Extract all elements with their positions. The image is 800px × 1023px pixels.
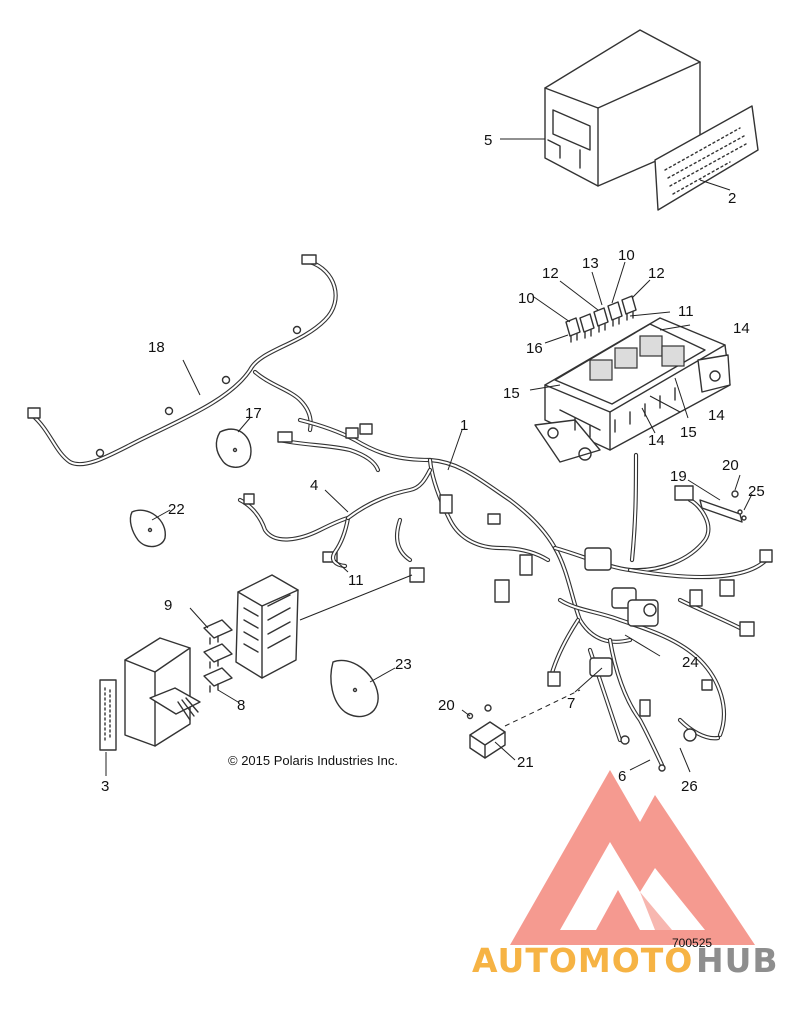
callout-22: 22	[168, 501, 185, 518]
callout-13: 13	[582, 255, 599, 272]
copyright-notice: © 2015 Polaris Industries Inc.	[228, 753, 398, 768]
figure-number: 700525	[672, 936, 712, 950]
callout-24: 24	[682, 654, 699, 671]
callout-5: 5	[484, 132, 492, 149]
callout-19: 19	[670, 468, 687, 485]
mini-fuses	[565, 295, 637, 343]
callout-2: 2	[728, 190, 736, 207]
terminal-strip	[699, 490, 747, 523]
callout-25: 25	[748, 483, 765, 500]
callout-11-lower: 11	[348, 572, 364, 589]
ecu-module	[235, 574, 299, 679]
callout-12-left: 12	[542, 265, 559, 282]
blade-fuses	[203, 619, 233, 693]
grommets	[129, 428, 379, 718]
callout-labels: 5 2 1 4 11 18 17 22 23 9 8 3 24 7 6 26 2…	[101, 132, 765, 795]
watermark-brand-part2: HUB	[696, 941, 779, 980]
callout-23: 23	[395, 656, 412, 673]
callout-1: 1	[460, 417, 468, 434]
callout-14-top: 14	[733, 320, 750, 337]
callout-10-right: 10	[618, 247, 635, 264]
label-decal	[654, 105, 759, 211]
callout-6: 6	[618, 768, 626, 785]
callout-20-lower: 20	[438, 697, 455, 714]
rear-harness	[27, 254, 338, 467]
callout-7: 7	[567, 695, 575, 712]
label-sticker	[99, 679, 117, 751]
callout-8: 8	[237, 697, 245, 714]
callout-9: 9	[164, 597, 172, 614]
callout-20-upper: 20	[722, 457, 739, 474]
callout-15-left: 15	[503, 385, 520, 402]
control-module-box	[124, 637, 201, 747]
callout-10-left: 10	[518, 290, 535, 307]
leader-lines	[105, 138, 753, 776]
callout-3: 3	[101, 778, 109, 795]
callout-21: 21	[517, 754, 534, 771]
callout-4: 4	[310, 477, 318, 494]
main-harness	[277, 417, 773, 772]
callout-14-right: 14	[708, 407, 725, 424]
fuse-relay-block	[534, 317, 731, 463]
mounting-bracket	[466, 704, 506, 759]
callout-26: 26	[681, 778, 698, 795]
callout-12-right: 12	[648, 265, 665, 282]
sub-harness	[237, 467, 433, 569]
watermark-brand-part1: AUTOMOTO	[472, 941, 693, 980]
callout-17: 17	[245, 405, 262, 422]
watermark-logo	[510, 770, 755, 945]
callout-11-upper: 11	[678, 303, 694, 320]
callout-16: 16	[526, 340, 543, 357]
callout-15-right: 15	[680, 424, 697, 441]
callout-18: 18	[148, 339, 165, 356]
callout-14-bottom: 14	[648, 432, 665, 449]
